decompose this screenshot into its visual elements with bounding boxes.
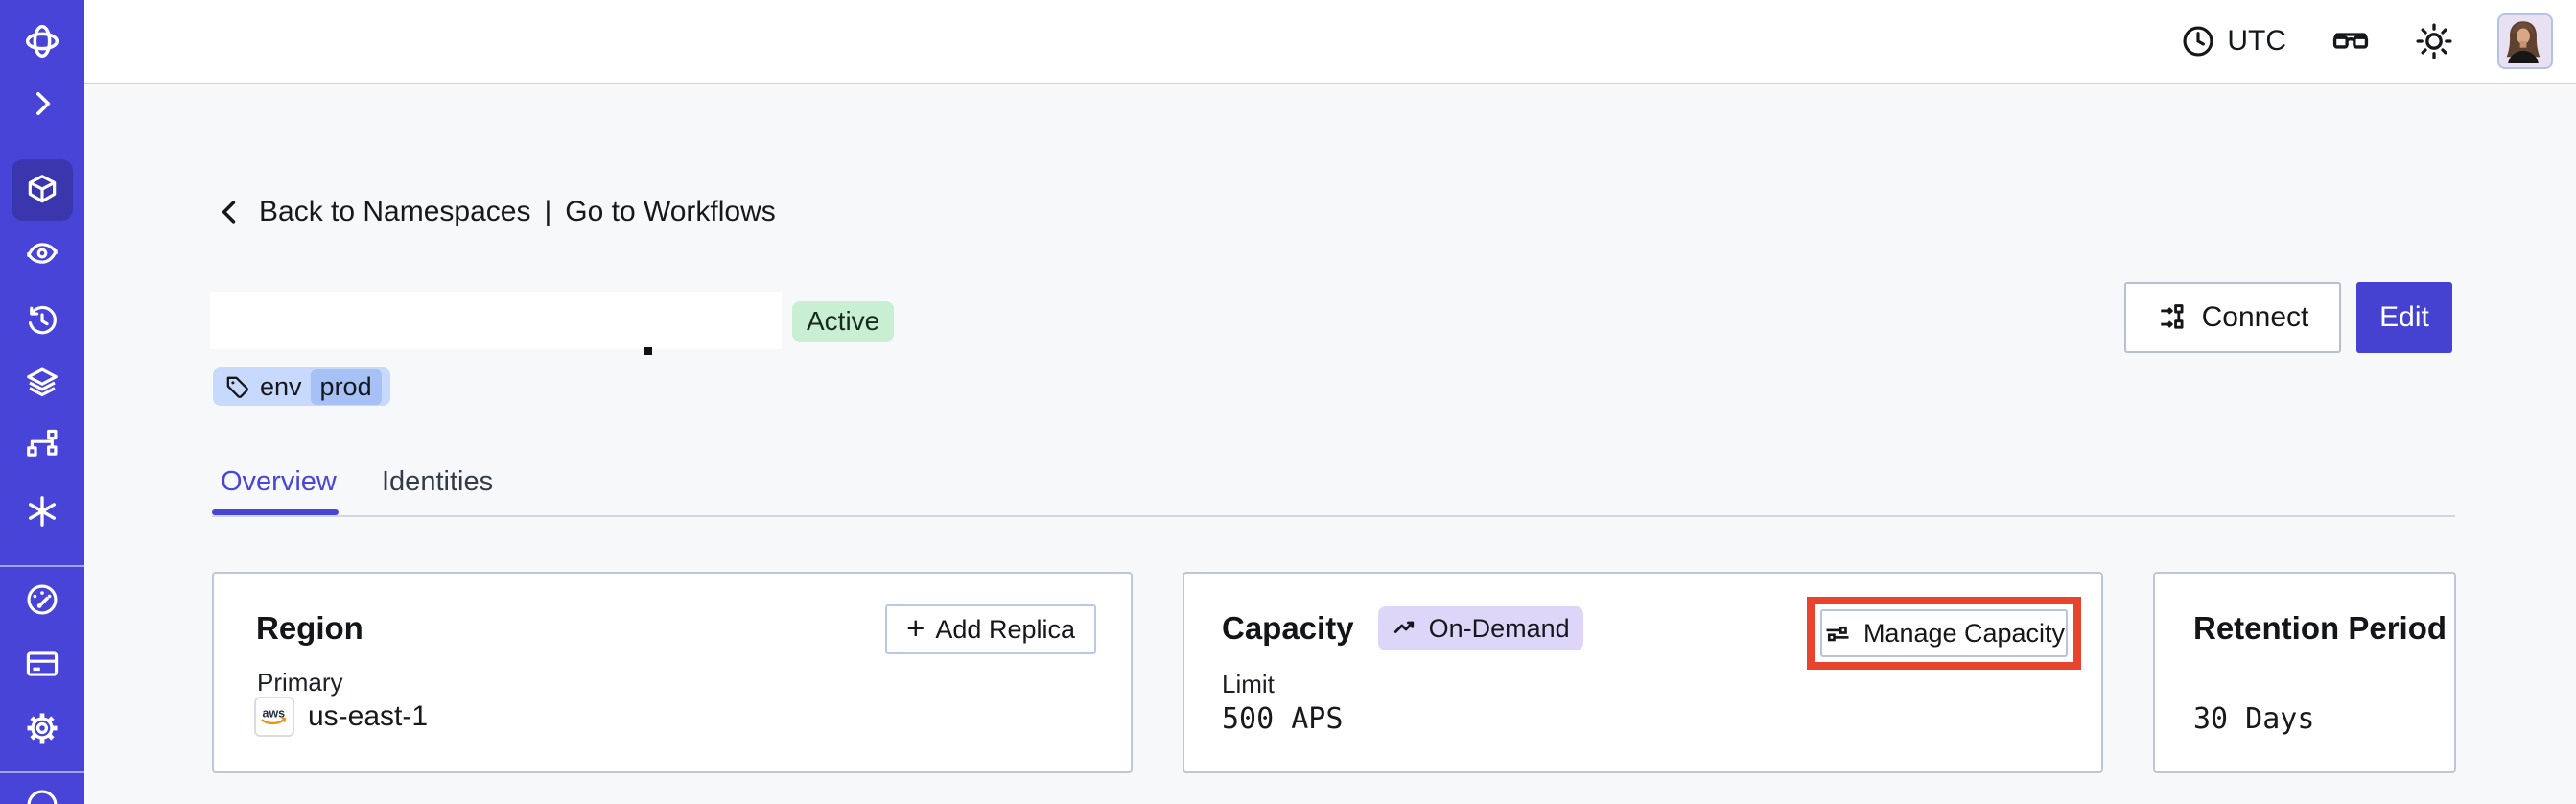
connect-button-label: Connect	[2201, 301, 2309, 333]
sidebar-item-usage-gauge-icon[interactable]	[0, 581, 84, 618]
sidebar-item-schedules-clock-history-icon[interactable]	[0, 302, 84, 339]
red-annotation-box: Manage Capacity	[1807, 597, 2081, 670]
header-actions: Connect Edit	[2124, 282, 2452, 353]
sidebar-item-nexus-branch-icon[interactable]	[0, 427, 84, 463]
capacity-card-header: Capacity On-Demand	[1222, 606, 1583, 650]
breadcrumb-workflows-label: Go to Workflows	[565, 196, 776, 227]
breadcrumb-back-link[interactable]: Back to Namespaces	[215, 196, 530, 228]
tag-key-label: env	[260, 371, 302, 401]
user-avatar[interactable]	[2497, 13, 2553, 69]
tag-value-chip: prod	[310, 368, 382, 405]
plus-icon: +	[906, 609, 925, 646]
sidebar-item-help-circle-icon[interactable]	[0, 787, 84, 804]
sidebar-divider	[0, 771, 84, 773]
retention-card-title: Retention Period	[2193, 610, 2447, 646]
primary-region-value: aws us-east-1	[254, 697, 428, 737]
region-card: Region + Add Replica Primary aws us-east…	[212, 572, 1133, 773]
capacity-card: Capacity On-Demand Manage Capacity Limit…	[1183, 572, 2103, 773]
clock-icon	[2183, 26, 2213, 57]
timezone-label: UTC	[2227, 25, 2286, 57]
on-demand-badge: On-Demand	[1377, 606, 1583, 650]
add-replica-button[interactable]: + Add Replica	[885, 604, 1096, 654]
sidebar-expand-chevron-right-icon[interactable]	[0, 85, 84, 122]
redacted-namespace-title	[210, 292, 782, 349]
tab-overview[interactable]: Overview	[221, 466, 337, 497]
breadcrumb: Back to Namespaces | Go to Workflows	[215, 196, 776, 228]
sun-theme-toggle-icon[interactable]	[2415, 22, 2453, 60]
manage-capacity-label: Manage Capacity	[1862, 618, 2066, 648]
sidebar-item-workflows-eye-spiral-icon[interactable]	[0, 235, 84, 272]
active-tab-indicator	[212, 509, 339, 515]
trending-up-icon	[1393, 621, 1414, 633]
tab-identities[interactable]: Identities	[382, 466, 494, 497]
connect-button[interactable]: Connect	[2124, 282, 2341, 353]
sliders-icon	[1826, 626, 1849, 642]
redaction-artifact-dot	[644, 347, 652, 355]
namespace-tag-chip[interactable]: env prod	[213, 367, 390, 406]
retention-value: 30 Days	[2193, 702, 2315, 736]
region-card-title: Region	[256, 610, 363, 646]
primary-label: Primary	[257, 668, 343, 697]
sidebar	[0, 0, 84, 804]
edit-button-label: Edit	[2379, 301, 2429, 333]
topbar: UTC	[84, 0, 2576, 84]
status-badge-label: Active	[807, 306, 880, 336]
timezone-selector[interactable]: UTC	[2180, 23, 2286, 59]
aws-logo-text: aws	[263, 707, 286, 721]
connect-flow-icon	[2160, 304, 2184, 329]
aws-logo-icon: aws	[254, 697, 294, 737]
breadcrumb-workflows-link[interactable]: Go to Workflows	[565, 196, 776, 228]
sidebar-item-deployments-layers-icon[interactable]	[0, 365, 84, 401]
add-replica-label: Add Replica	[935, 614, 1075, 644]
tag-icon	[226, 376, 248, 398]
region-value-label: us-east-1	[308, 700, 429, 732]
limit-value: 500 APS	[1222, 702, 1344, 736]
sidebar-item-asterisk-icon[interactable]	[0, 493, 84, 530]
edit-button[interactable]: Edit	[2356, 282, 2452, 353]
on-demand-label: On-Demand	[1428, 613, 1570, 643]
limit-label: Limit	[1222, 670, 1275, 698]
namespace-status-badge: Active	[792, 301, 895, 342]
tabs-divider-line	[212, 515, 2455, 517]
chevron-left-icon	[222, 201, 236, 224]
sidebar-item-namespaces-cube-icon[interactable]	[0, 172, 84, 208]
sidebar-item-billing-credit-card-icon[interactable]	[0, 646, 84, 682]
retention-card: Retention Period 30 Days	[2153, 572, 2456, 773]
capacity-card-title: Capacity	[1222, 610, 1354, 646]
breadcrumb-back-label: Back to Namespaces	[259, 196, 531, 227]
sidebar-divider	[0, 565, 84, 567]
breadcrumb-separator: |	[544, 196, 552, 227]
manage-capacity-button[interactable]: Manage Capacity	[1820, 609, 2068, 657]
sidebar-item-settings-gear-icon[interactable]	[0, 710, 84, 746]
temporal-logo-icon[interactable]	[0, 22, 84, 60]
glasses-icon[interactable]	[2330, 21, 2371, 61]
